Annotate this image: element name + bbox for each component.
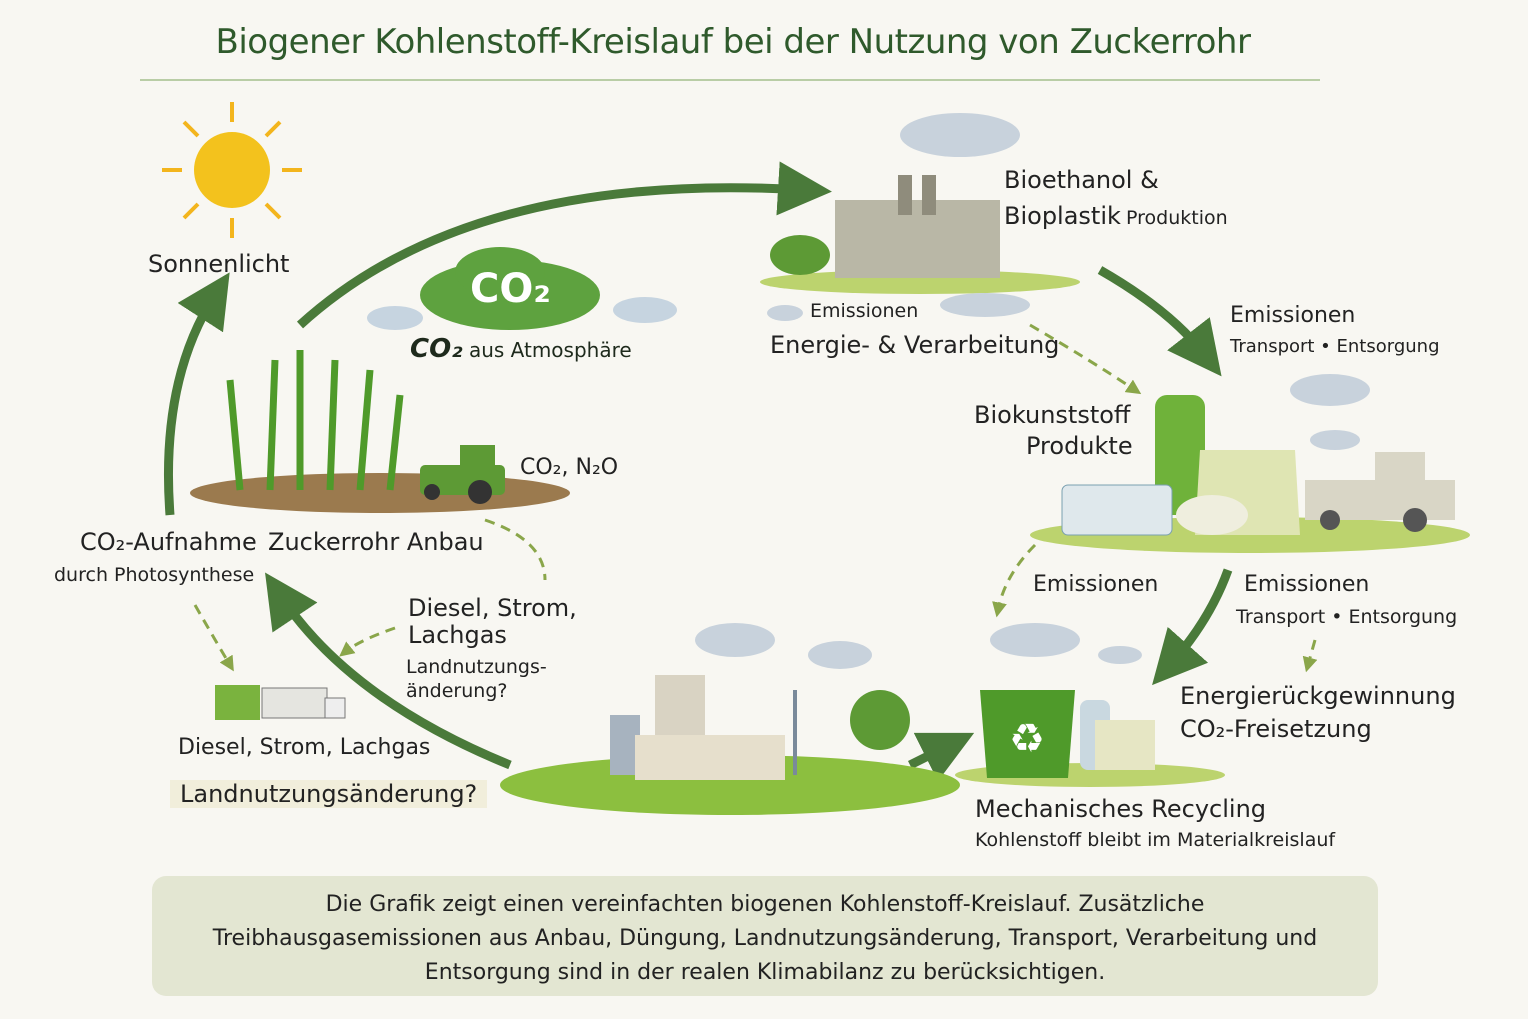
truck-icon	[215, 685, 346, 720]
co2-cloud-icon	[367, 247, 677, 330]
inputs-mid-line3: Landnutzungs-	[406, 656, 547, 678]
power-plant-illustration	[500, 623, 960, 815]
recycling-subtitle: Kohlenstoff bleibt im Materialkreislauf	[975, 829, 1336, 851]
sugarcane-field-illustration	[190, 350, 570, 513]
sun-icon	[162, 102, 302, 238]
cycle-arrows	[164, 161, 1233, 782]
co2-label: CO₂	[410, 334, 463, 364]
factory-title-bioplastik: Bioplastik	[1004, 202, 1121, 230]
factory-title-line1: Bioethanol &	[1004, 166, 1159, 194]
energy-recovery-line1: Energierückgewinnung	[1180, 682, 1456, 710]
sugarcane-label: Zuckerrohr Anbau	[268, 528, 484, 556]
svg-text:♻: ♻	[1009, 716, 1045, 762]
factory-emission-detail: Energie- & Verarbeitung	[770, 331, 1060, 359]
transport-emission-detail: Transport • Entsorgung	[1230, 336, 1440, 357]
transport-emission-label: Emissionen	[1230, 303, 1356, 328]
inputs-left-line2: Landnutzungsänderung?	[170, 780, 488, 808]
footnote-box: Die Grafik zeigt einen vereinfachten bio…	[152, 876, 1378, 996]
products-label-line1: Biokunststoff	[974, 401, 1131, 429]
factory-emission-label: Emissionen	[810, 300, 919, 322]
recycling-bin-illustration: ♻	[955, 623, 1225, 787]
factory-illustration	[760, 113, 1080, 321]
co2-atmosphere-label: aus Atmosphäre	[468, 338, 632, 362]
disposal-emission-right: Emissionen	[1244, 572, 1370, 597]
page-title: Biogener Kohlenstoff-Kreislauf bei der N…	[215, 22, 1251, 62]
products-label-line2: Produkte	[1026, 432, 1133, 460]
photosynthesis-label-line2: durch Photosynthese	[54, 564, 255, 586]
disposal-emission-left: Emissionen	[1033, 572, 1159, 597]
recycling-title: Mechanisches Recycling	[975, 795, 1267, 823]
co2-cloud-text: CO₂	[470, 266, 551, 312]
factory-title-produktion: Produktion	[1126, 207, 1228, 229]
photosynthesis-label-line1: CO₂-Aufnahme	[80, 528, 257, 556]
inputs-mid-line2: Lachgas	[408, 621, 507, 649]
inputs-left-line1: Diesel, Strom, Lachgas	[178, 735, 431, 760]
inputs-mid-line1: Diesel, Strom,	[408, 594, 577, 622]
bioplastic-products-illustration	[1030, 374, 1470, 553]
inputs-mid-line4: änderung?	[406, 680, 508, 702]
disposal-emission-detail: Transport • Entsorgung	[1236, 606, 1458, 628]
field-emission-label: CO₂, N₂O	[520, 455, 619, 480]
sunlight-label: Sonnenlicht	[148, 250, 290, 278]
emission-arrows	[193, 323, 1318, 673]
energy-recovery-line2: CO₂-Freisetzung	[1180, 715, 1372, 743]
